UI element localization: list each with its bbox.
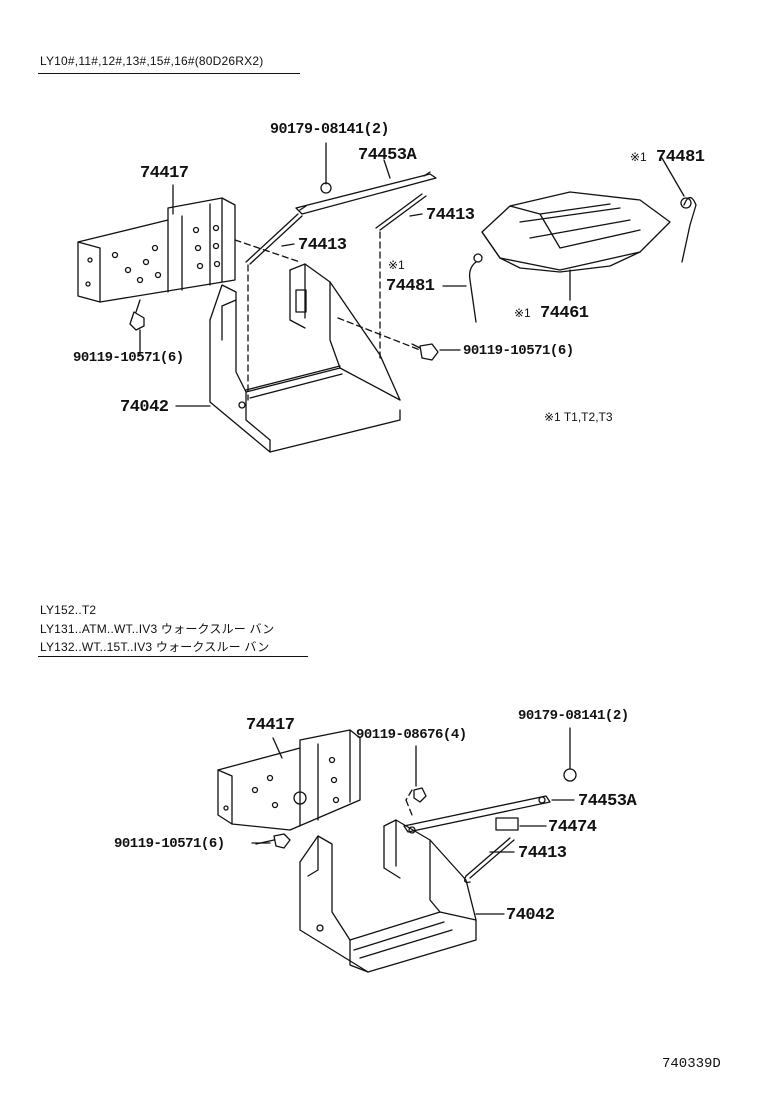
bracket-plate-74417-b (217, 729, 361, 831)
label-74413-a-right: 74413 (426, 206, 475, 225)
section-b-header-line-2: LY131..ATM..WT..IV3 ウォークスルー バン (40, 622, 275, 636)
label-74413-b: 74413 (518, 844, 567, 863)
mark-a-2: ※1 (388, 258, 405, 272)
label-90119-10571-b: 90119-10571(6) (114, 836, 225, 852)
battery-tray-74042 (209, 263, 401, 453)
label-90119-a-left: 90119-10571(6) (73, 350, 184, 366)
section-a-header: LY10#,11#,12#,13#,15#,16#(80D26RX2) (40, 54, 264, 68)
label-74481-a-top: 74481 (656, 148, 705, 167)
battery-cover-74461 (481, 191, 671, 273)
footnote-a: ※1 T1,T2,T3 (544, 410, 613, 424)
label-74481-a-left: 74481 (386, 277, 435, 296)
section-a-header-rule (38, 73, 300, 74)
battery-tray-74042-b (299, 819, 477, 973)
label-74417-a: 74417 (140, 164, 189, 183)
bolt-90119-10571-b (255, 833, 291, 849)
label-90179-a: 90179-08141(2) (270, 121, 390, 138)
label-90179-b: 90179-08141(2) (518, 708, 629, 724)
section-b-header-line-1: LY152..T2 (40, 603, 97, 617)
cable-74481-right (680, 196, 697, 263)
section-a-drawing (77, 142, 697, 453)
rod-74413-left (245, 213, 303, 265)
rod-74413-b (464, 837, 515, 884)
label-90119-08676-b: 90119-08676(4) (356, 727, 467, 743)
mark-a-1: ※1 (630, 150, 647, 164)
label-74042-b: 74042 (506, 906, 555, 925)
label-74042-a: 74042 (120, 398, 169, 417)
bolt-90119-08676 (405, 787, 427, 816)
section-b-header-line-3: LY132..WT..15T..IV3 ウォークスルー バン (40, 640, 270, 654)
bolt-90119-right (411, 343, 439, 361)
figure-code: 740339D (662, 1056, 721, 1072)
bolt-90119-left (129, 299, 145, 331)
clamp-bar-74453A (295, 171, 437, 215)
label-74453A-b: 74453A (578, 792, 637, 811)
bracket-plate-74417 (77, 197, 236, 303)
section-b-header-rule (38, 656, 308, 657)
nut-90179-b (563, 727, 577, 782)
clamp-bar-74453A-b (403, 795, 551, 834)
cable-74481-left (468, 253, 483, 323)
rod-74413-right (375, 193, 427, 231)
label-74417-b: 74417 (246, 716, 295, 735)
pad-74474 (495, 817, 519, 831)
label-74461-a: 74461 (540, 304, 589, 323)
label-74474-b: 74474 (548, 818, 597, 837)
mark-a-3: ※1 (514, 306, 531, 320)
label-74413-a-left: 74413 (298, 236, 347, 255)
label-74453A-a: 74453A (358, 146, 417, 165)
label-90119-a-right: 90119-10571(6) (463, 343, 574, 359)
